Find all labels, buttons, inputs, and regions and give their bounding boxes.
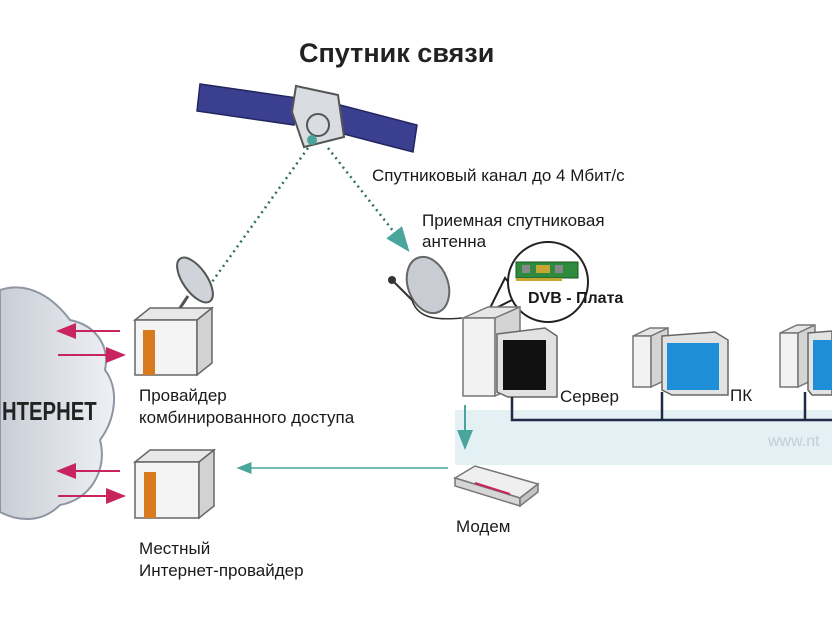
downlink-dotted-line — [327, 147, 410, 252]
local-isp-label-line2: Интернет-провайдер — [139, 561, 304, 580]
satellite-channel-label: Спутниковый канал до 4 Мбит/с — [372, 166, 625, 185]
pc-2-monitor-screen — [813, 340, 832, 390]
pc-monitor-screen — [667, 343, 719, 390]
dvb-card-label: DVB - Плата — [528, 290, 624, 307]
local-isp-label-line1: Местный — [139, 539, 211, 558]
lan-bus — [510, 392, 832, 422]
provider-combined-label-line1: Провайдер — [139, 386, 227, 405]
pc-computer — [632, 326, 729, 396]
internet-cloud-label: НТЕРНЕТ — [2, 396, 97, 426]
provider-dish — [168, 256, 214, 316]
satellite-body — [290, 84, 346, 149]
modem-label: Модем — [456, 517, 511, 536]
uplink-dotted-line — [210, 147, 310, 283]
pc-computer-2 — [779, 323, 832, 396]
local-isp-building — [132, 448, 217, 520]
modem — [453, 465, 540, 508]
satellite — [196, 83, 418, 153]
server-label: Сервер — [560, 387, 619, 406]
solar-panel-left — [196, 83, 298, 126]
server-monitor-screen — [503, 340, 546, 390]
receiving-dish — [388, 255, 463, 320]
solar-panel-right — [335, 104, 418, 153]
provider-combined-building — [132, 306, 215, 377]
watermark-text: www.nt — [768, 433, 820, 450]
pc-label: ПК — [730, 386, 753, 405]
internet-cloud — [0, 286, 116, 520]
provider-combined-label-line2: комбинированного доступа — [139, 408, 355, 427]
server-computer — [462, 305, 558, 398]
dvb-card-bubble — [485, 241, 589, 323]
receiving-antenna-label-line2: антенна — [422, 232, 487, 251]
diagram-title: Спутник связи — [299, 38, 495, 68]
receiving-antenna-label-line1: Приемная спутниковая — [422, 211, 605, 230]
